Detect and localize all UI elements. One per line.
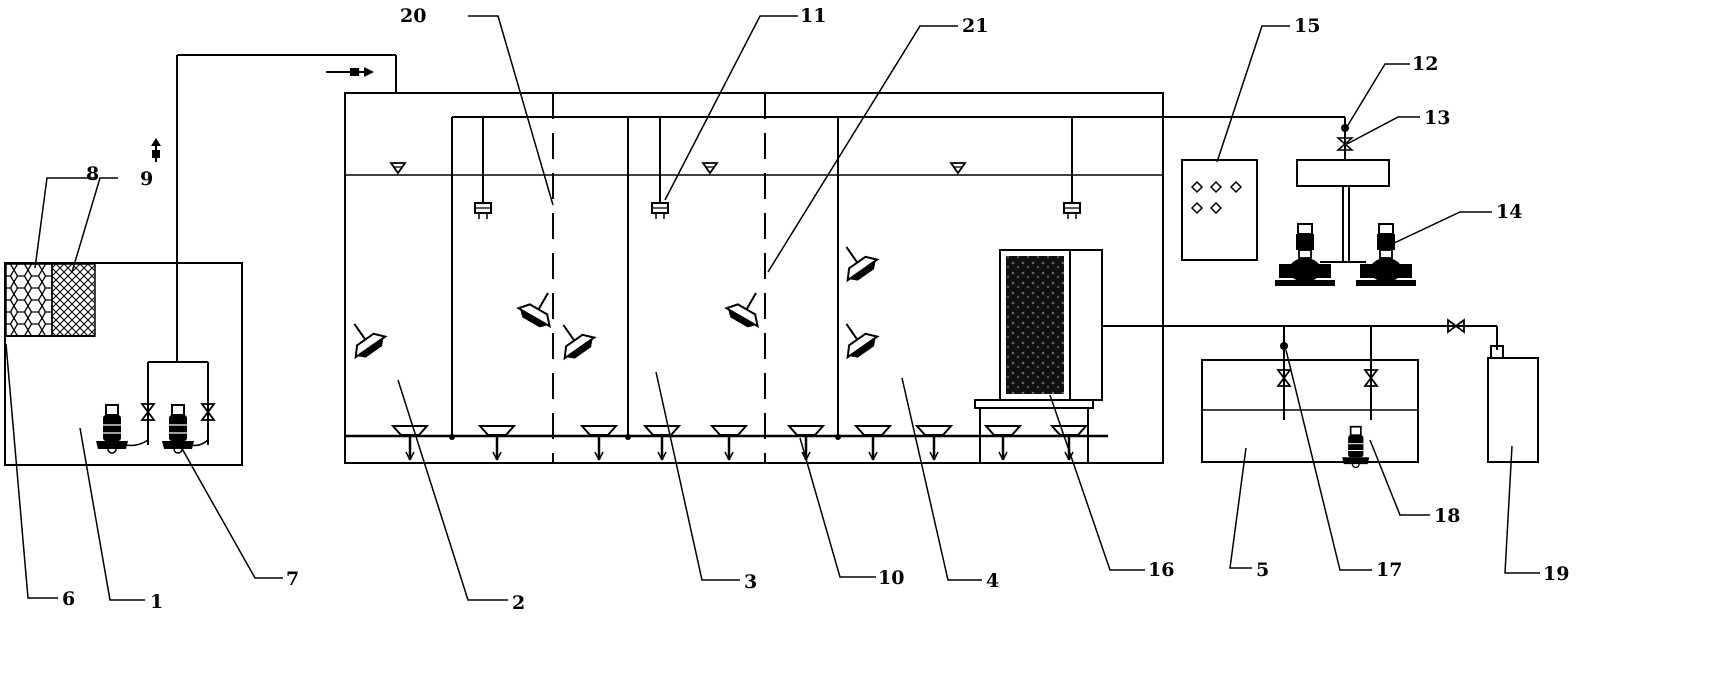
lift-pumps-7: [95, 361, 215, 454]
bottom-diffusers-10: [391, 424, 1088, 462]
label-6: 6: [62, 588, 75, 610]
blower-unit: [1274, 117, 1417, 287]
label-18: 18: [1434, 505, 1460, 527]
label-15: 15: [1294, 15, 1320, 37]
label-11: 11: [800, 5, 826, 27]
clear-water-tank-5: [1201, 359, 1419, 469]
collection-tank-1: [4, 262, 243, 466]
label-21: 21: [962, 15, 988, 37]
label-13: 13: [1424, 107, 1450, 129]
leader-lines: [5, 15, 1540, 601]
partitions: [552, 93, 766, 463]
label-4: 4: [986, 570, 999, 592]
component-labels: 1 2 3 4 5 6 7 8 9 10 11 12 13 14 15 16 1…: [62, 5, 1569, 614]
label-19: 19: [1543, 563, 1569, 585]
filter-module-16: [974, 249, 1103, 463]
label-10: 10: [878, 567, 904, 589]
label-8: 8: [86, 163, 99, 185]
label-16: 16: [1148, 559, 1174, 581]
label-1: 1: [150, 591, 163, 613]
label-14: 14: [1496, 201, 1522, 223]
tank-19-inlet: [1490, 345, 1504, 359]
label-17: 17: [1376, 559, 1402, 581]
air-header: [449, 116, 1345, 440]
sludge-tank-19: [1487, 357, 1539, 463]
spray-nozzles-11: [474, 117, 1081, 220]
label-2: 2: [512, 592, 525, 614]
label-9: 9: [140, 168, 153, 190]
main-treatment-tank: [344, 92, 1164, 464]
label-20: 20: [400, 5, 426, 27]
control-cabinet-15: [1181, 159, 1258, 261]
label-7: 7: [286, 568, 299, 590]
label-12: 12: [1412, 53, 1438, 75]
label-3: 3: [744, 571, 757, 593]
tilted-aerators: [338, 235, 882, 365]
rising-pipe: [151, 54, 397, 362]
label-5: 5: [1256, 559, 1269, 581]
effluent-pipe: [1102, 319, 1498, 420]
